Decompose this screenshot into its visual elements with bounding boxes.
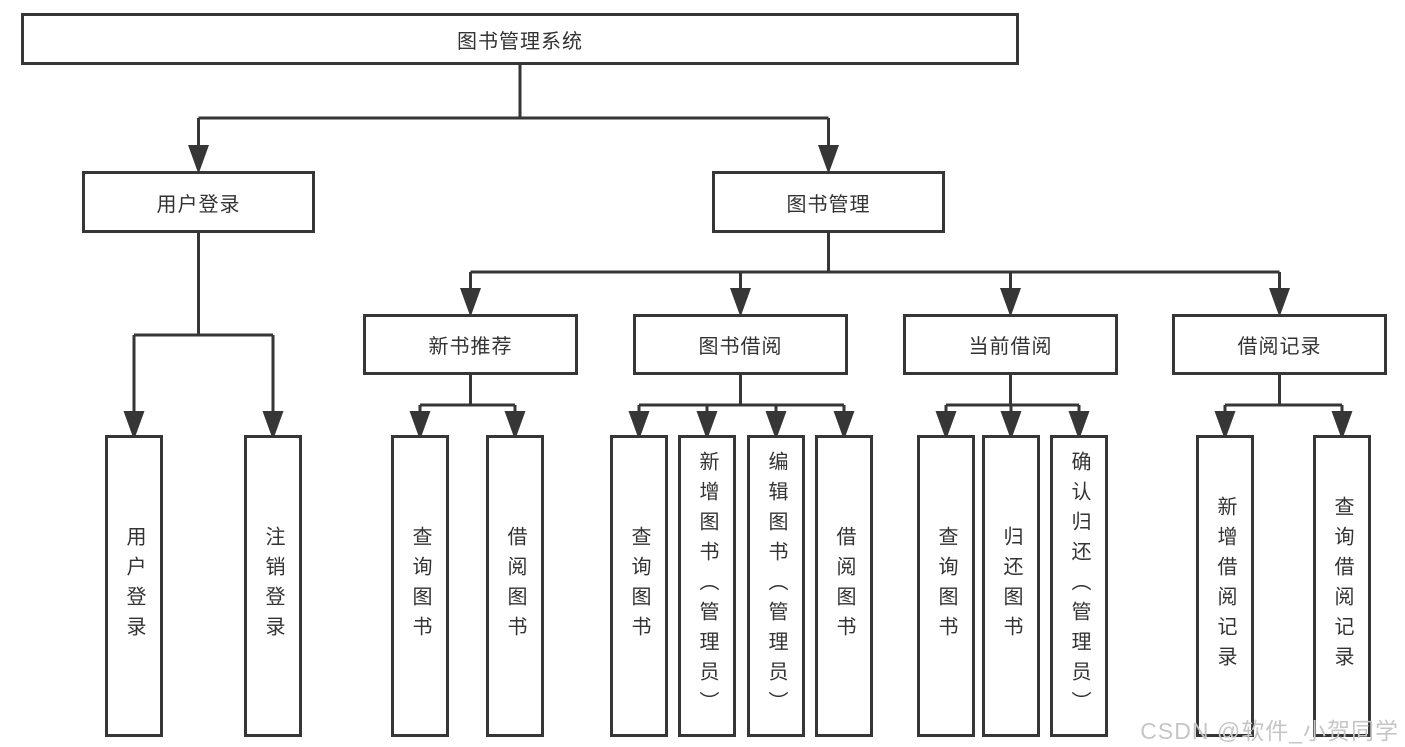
leaf-borrow-query-books: 查询图书: [610, 435, 668, 737]
node-new-book-recommend: 新书推荐: [363, 314, 578, 375]
node-book-borrow-label: 图书借阅: [698, 336, 783, 358]
node-book-management: 图书管理: [712, 171, 945, 233]
leaf-record-add-record-label: 新增借阅记录: [1214, 496, 1236, 676]
leaf-current-confirm-return-admin-label: 确认归还（管理员）: [1068, 451, 1090, 721]
node-user-login: 用户登录: [82, 171, 315, 233]
leaf-user-login-label: 用户登录: [123, 526, 145, 646]
node-user-login-label: 用户登录: [156, 193, 241, 216]
node-new-book-recommend-label: 新书推荐: [428, 336, 513, 358]
leaf-borrow-add-books-admin: 新增图书（管理员）: [678, 435, 736, 737]
node-current-borrow-label: 当前借阅: [968, 336, 1053, 358]
leaf-current-query-books: 查询图书: [917, 435, 975, 737]
node-borrow-record: 借阅记录: [1172, 314, 1387, 375]
node-book-management-label: 图书管理: [786, 193, 871, 216]
node-root-label: 图书管理系统: [457, 30, 583, 53]
leaf-borrow-query-books-label: 查询图书: [628, 526, 650, 646]
leaf-record-query-record-label: 查询借阅记录: [1331, 496, 1353, 676]
leaf-borrow-add-books-admin-label: 新增图书（管理员）: [696, 451, 718, 721]
leaf-current-return-books: 归还图书: [982, 435, 1040, 737]
leaf-logout-label: 注销登录: [262, 526, 284, 646]
csdn-watermark: CSDN @软件_小贺同学: [1140, 718, 1399, 744]
leaf-record-query-record: 查询借阅记录: [1313, 435, 1371, 737]
leaf-recommend-query-books-label: 查询图书: [409, 526, 431, 646]
leaf-current-confirm-return-admin: 确认归还（管理员）: [1050, 435, 1108, 737]
leaf-borrow-borrow-books-label: 借阅图书: [833, 526, 855, 646]
leaf-recommend-query-books: 查询图书: [391, 435, 449, 737]
leaf-borrow-edit-books-admin-label: 编辑图书（管理员）: [765, 451, 787, 721]
leaf-recommend-borrow-books-label: 借阅图书: [504, 526, 526, 646]
node-book-borrow: 图书借阅: [633, 314, 848, 375]
node-root-system: 图书管理系统: [21, 13, 1019, 65]
leaf-borrow-edit-books-admin: 编辑图书（管理员）: [747, 435, 805, 737]
node-borrow-record-label: 借阅记录: [1237, 336, 1322, 358]
leaf-current-query-books-label: 查询图书: [935, 526, 957, 646]
leaf-user-login: 用户登录: [105, 435, 163, 737]
leaf-record-add-record: 新增借阅记录: [1196, 435, 1254, 737]
leaf-current-return-books-label: 归还图书: [1000, 526, 1022, 646]
node-current-borrow: 当前借阅: [903, 314, 1118, 375]
leaf-borrow-borrow-books: 借阅图书: [815, 435, 873, 737]
leaf-logout: 注销登录: [244, 435, 302, 737]
leaf-recommend-borrow-books: 借阅图书: [486, 435, 544, 737]
